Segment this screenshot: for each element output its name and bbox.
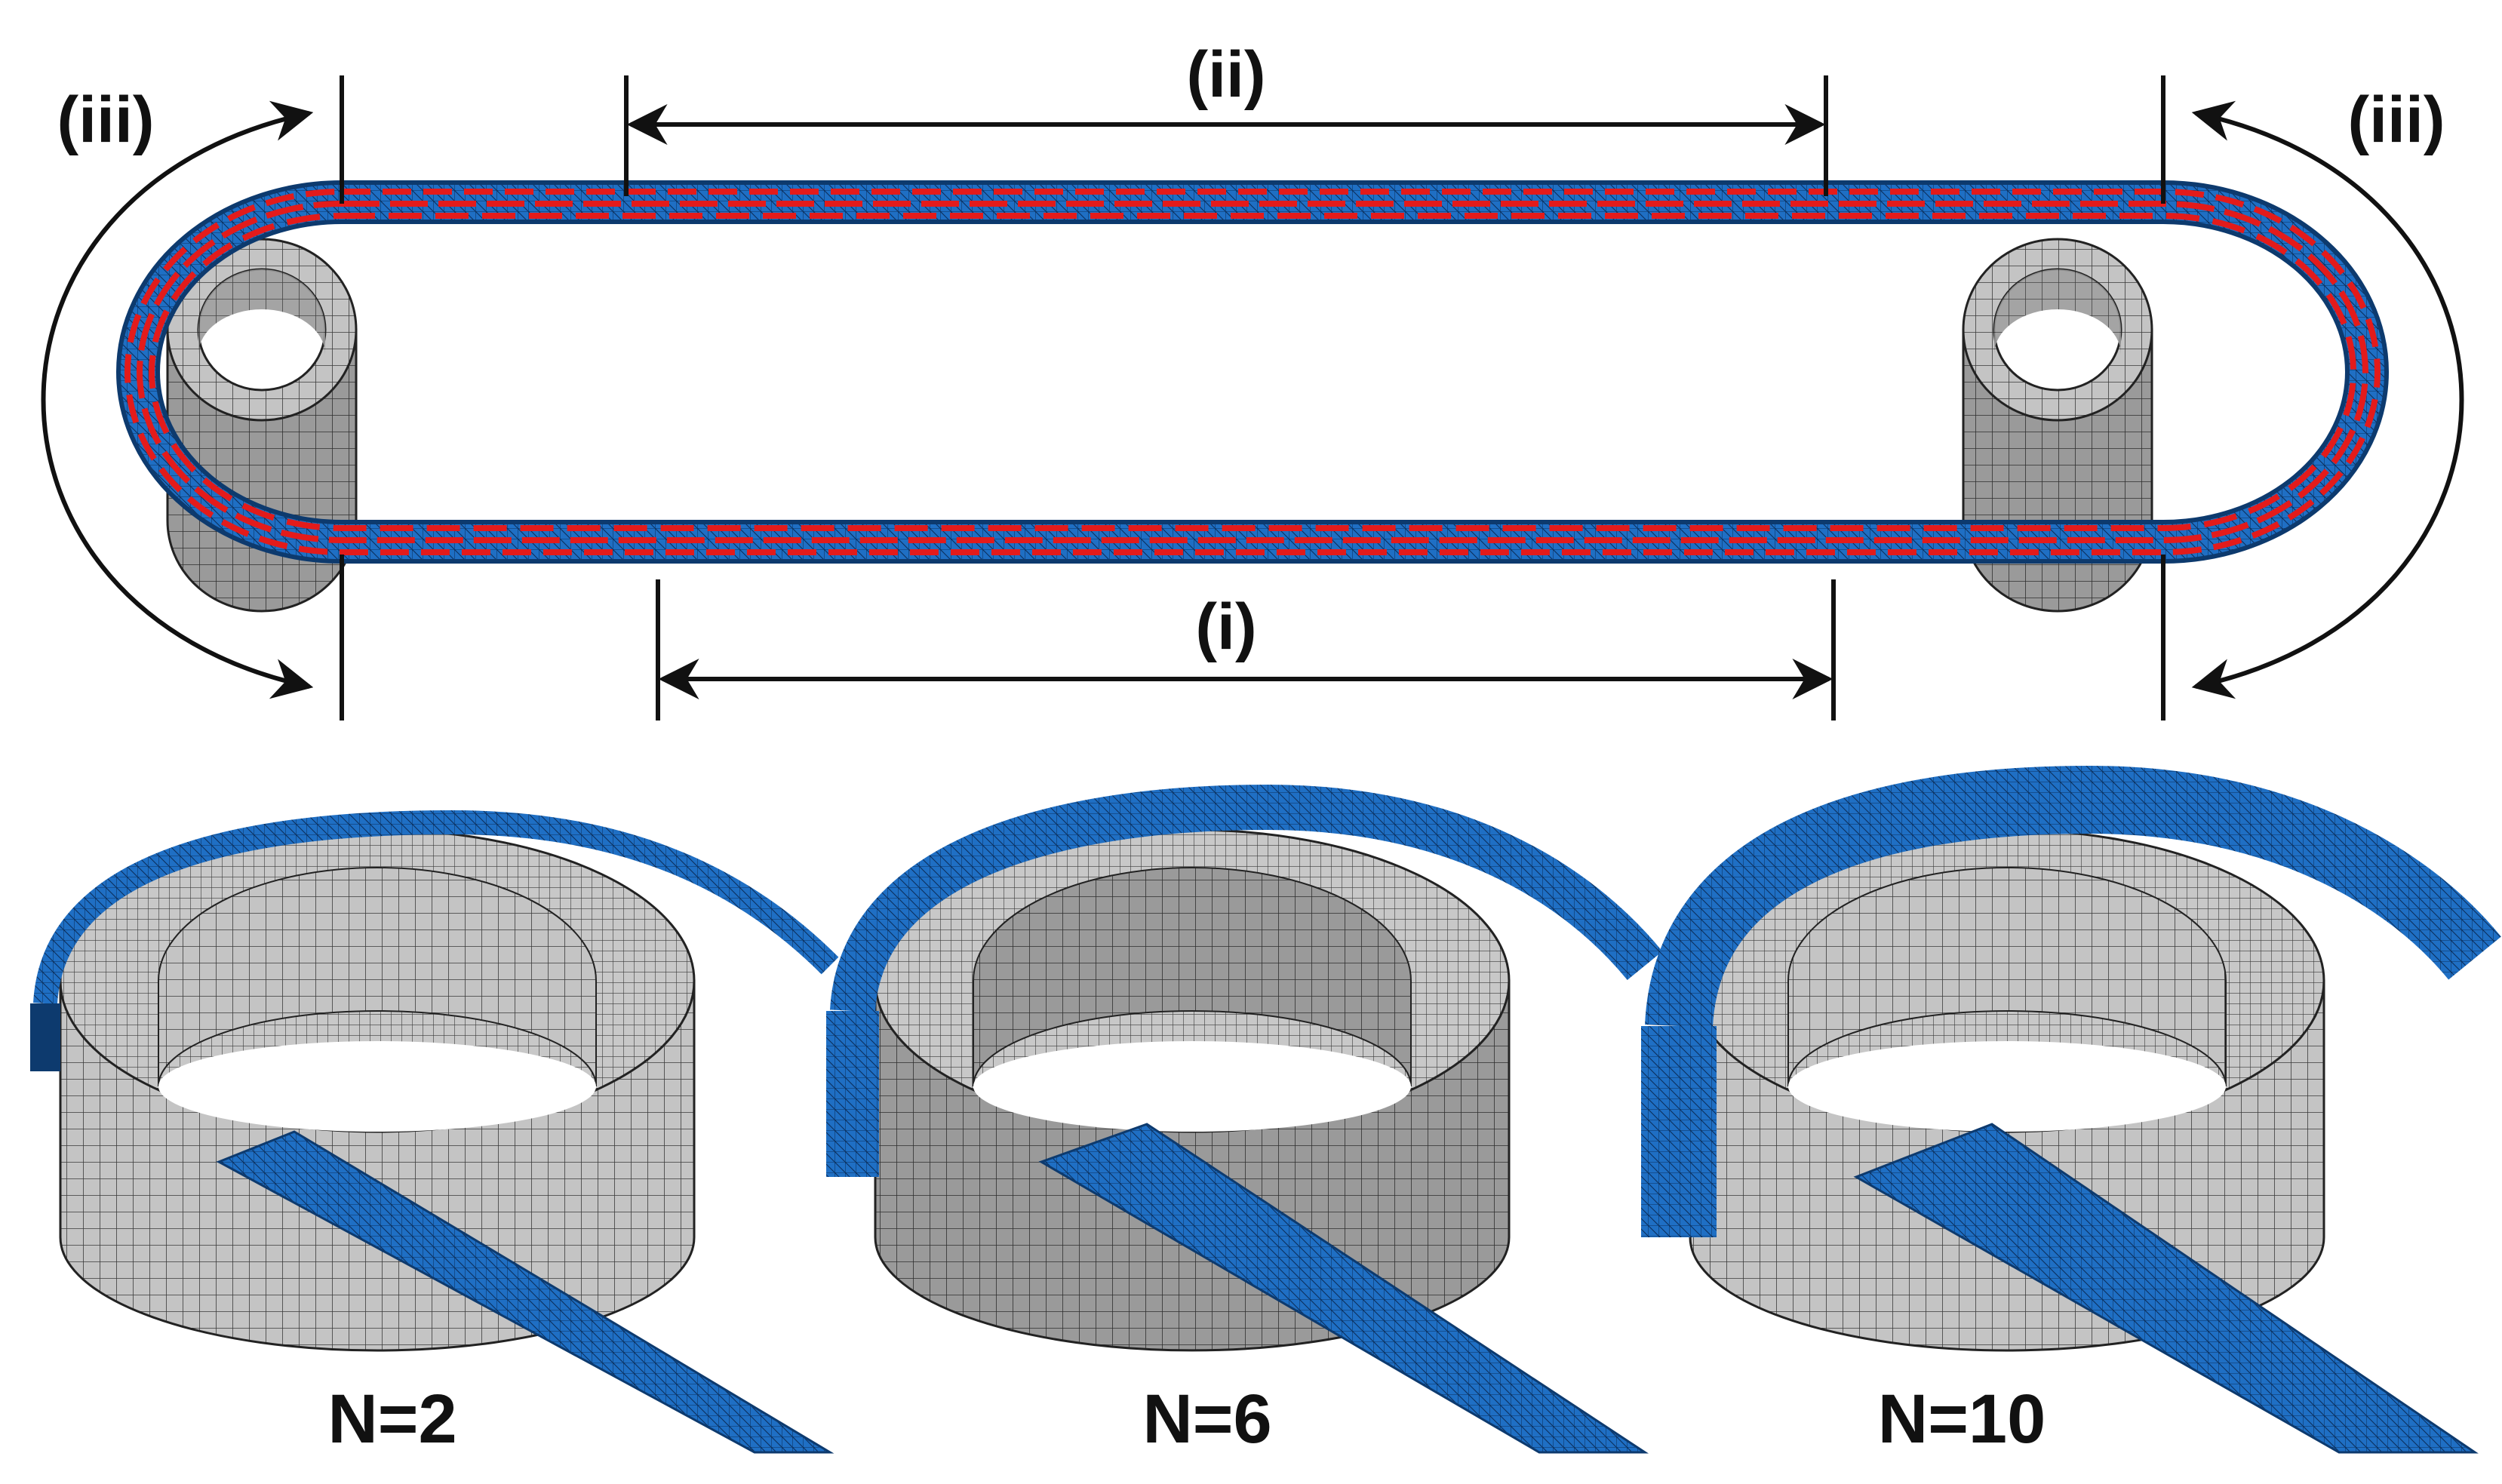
path-outer-dashes: [124, 189, 2381, 555]
detail-panel-n6: N=6: [826, 784, 1663, 1458]
annotation-lower-straight: (i): [656, 579, 1836, 720]
belt-strip-n10: [1645, 765, 2501, 1029]
detail-panel-n2: N=2: [30, 810, 839, 1458]
top-panel: (ii) (i) (iii) (iii): [41, 38, 2464, 720]
path-inner-dashes: [149, 213, 2356, 531]
annotation-right-curve: (iii): [2161, 75, 2464, 720]
path-middle-dashes: [137, 201, 2368, 543]
label-ii: (ii): [1186, 38, 1265, 111]
label-n10: N=10: [1878, 1381, 2046, 1458]
label-iii-left: (iii): [57, 84, 155, 156]
label-n2: N=2: [327, 1381, 456, 1458]
label-i: (i): [1195, 591, 1256, 663]
detail-panel-n10: N=10: [1641, 765, 2501, 1458]
belt-strip-n6: [830, 784, 1663, 1013]
annotation-left-curve: (iii): [41, 75, 344, 720]
label-n6: N=6: [1142, 1381, 1271, 1458]
curve-arrow-left: [41, 100, 314, 699]
belt-strip-n2: [33, 810, 839, 1005]
label-iii-right: (iii): [2348, 84, 2445, 156]
curve-arrow-right: [2191, 100, 2464, 699]
belt-loop: [116, 180, 2389, 564]
annotation-upper-straight: (ii): [624, 38, 1828, 196]
